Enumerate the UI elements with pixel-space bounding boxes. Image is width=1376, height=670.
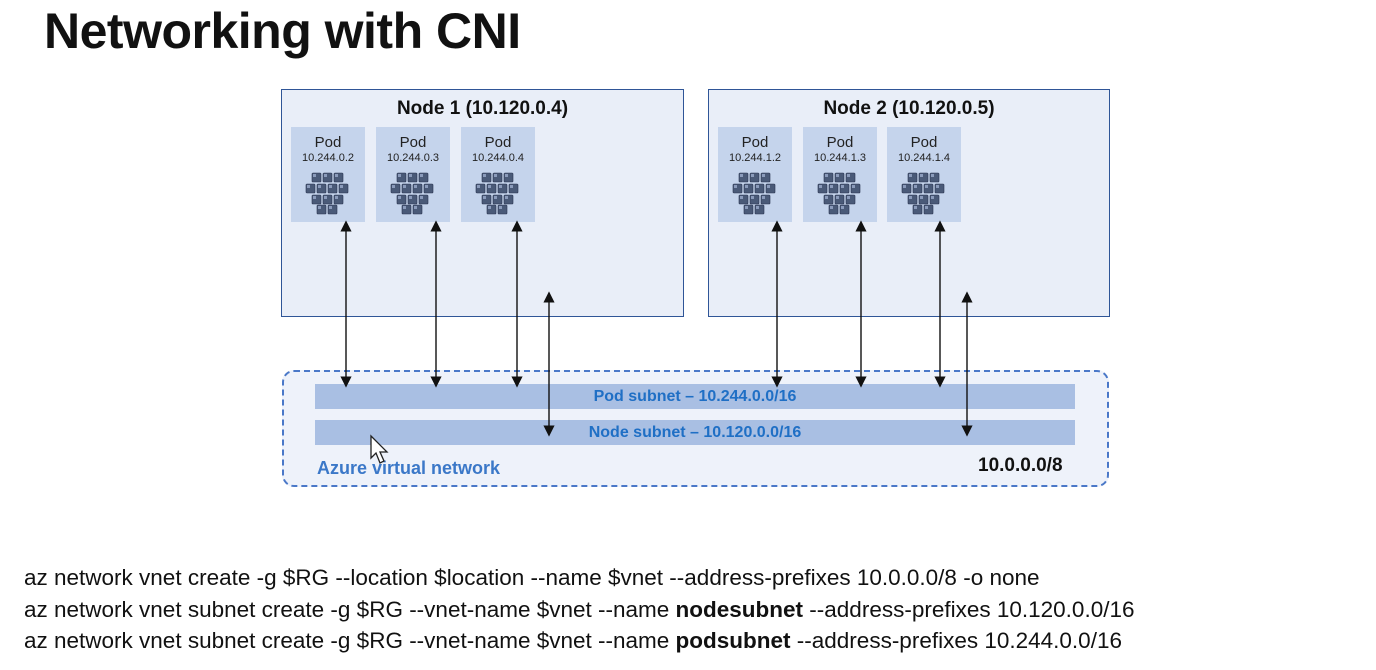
pod-cubes-icon xyxy=(388,171,438,215)
pod-ip: 10.244.0.2 xyxy=(302,152,354,164)
node-subnet-bar: Node subnet – 10.120.0.0/16 xyxy=(315,420,1075,445)
pod-label: Pod xyxy=(399,134,427,151)
pod-label: Pod xyxy=(484,134,512,151)
pod-card: Pod 10.244.0.2 xyxy=(291,127,365,222)
command-bold-name: podsubnet xyxy=(675,628,791,653)
pod-cubes-icon xyxy=(815,171,865,215)
pod-label: Pod xyxy=(826,134,854,151)
command-line-3: az network vnet subnet create -g $RG --v… xyxy=(24,628,1122,654)
node-2-title: Node 2 (10.120.0.5) xyxy=(823,98,995,119)
pod-label: Pod xyxy=(314,134,342,151)
page-title: Networking with CNI xyxy=(44,3,521,59)
vnet-cidr: 10.0.0.0/8 xyxy=(978,455,1063,476)
pod-card: Pod 10.244.1.4 xyxy=(887,127,961,222)
pod-ip: 10.244.0.4 xyxy=(472,152,524,164)
pod-cubes-icon xyxy=(473,171,523,215)
pod-label: Pod xyxy=(741,134,769,151)
pod-label: Pod xyxy=(910,134,938,151)
pod-ip: 10.244.1.4 xyxy=(898,152,950,164)
command-text: --address-prefixes 10.120.0.0/16 xyxy=(803,597,1135,622)
pod-ip: 10.244.1.2 xyxy=(729,152,781,164)
command-text: az network vnet subnet create -g $RG --v… xyxy=(24,597,676,622)
command-line-2: az network vnet subnet create -g $RG --v… xyxy=(24,597,1134,623)
pod-card: Pod 10.244.1.2 xyxy=(718,127,792,222)
pod-ip: 10.244.1.3 xyxy=(814,152,866,164)
node-1-title: Node 1 (10.120.0.4) xyxy=(396,98,569,119)
pod-card: Pod 10.244.1.3 xyxy=(803,127,877,222)
command-text: az network vnet subnet create -g $RG --v… xyxy=(24,628,676,653)
pod-subnet-bar: Pod subnet – 10.244.0.0/16 xyxy=(315,384,1075,409)
pod-cubes-icon xyxy=(730,171,780,215)
command-bold-name: nodesubnet xyxy=(675,597,804,622)
command-text: --address-prefixes 10.244.0.0/16 xyxy=(790,628,1122,653)
pod-card: Pod 10.244.0.4 xyxy=(461,127,535,222)
mouse-pointer-icon xyxy=(370,434,389,464)
pod-cubes-icon xyxy=(303,171,353,215)
pod-card: Pod 10.244.0.3 xyxy=(376,127,450,222)
pod-ip: 10.244.0.3 xyxy=(387,152,439,164)
pod-cubes-icon xyxy=(899,171,949,215)
command-line-1: az network vnet create -g $RG --location… xyxy=(24,565,1040,590)
vnet-label: Azure virtual network xyxy=(317,458,501,478)
